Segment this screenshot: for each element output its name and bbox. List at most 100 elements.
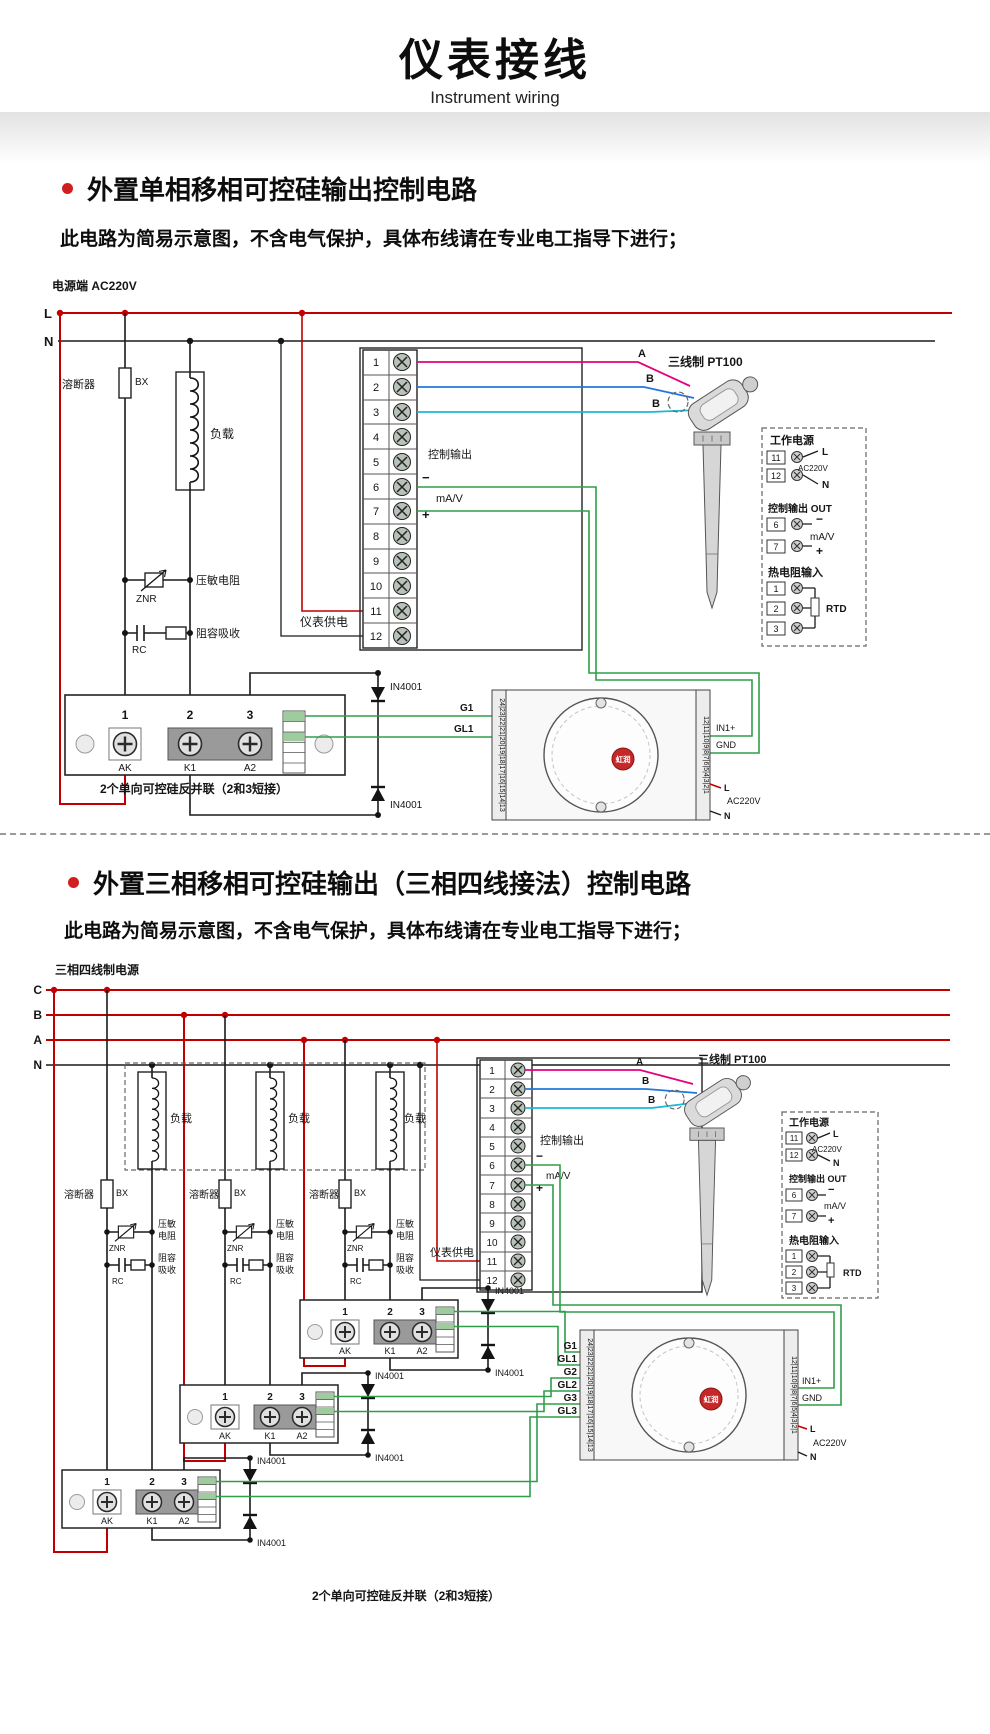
minus-label: −: [536, 1149, 543, 1163]
panel-terminal-number: 12: [771, 471, 781, 481]
ac-l-label: L: [810, 1424, 816, 1434]
fuse-symbol: [118, 367, 132, 399]
page-title: 仪表接线: [399, 36, 591, 85]
varistor-label: 电阻: [158, 1230, 176, 1241]
capacitor-icon: [136, 625, 145, 641]
terminal-screw-icon: [510, 1272, 526, 1288]
g1-label: G1: [460, 703, 474, 714]
scr-module: 1 2 3 AK K1 A2 IN4001 IN4001: [61, 1455, 286, 1548]
power-lines: 电源端 AC220V L N: [44, 278, 952, 349]
scr-terminal-number: 2: [149, 1477, 155, 1488]
section2-title: 外置三相移相可控硅输出（三相四线接法）控制电路: [68, 864, 691, 901]
rtd-resistor-icon: [826, 1262, 835, 1278]
znr-label: ZNR: [109, 1244, 126, 1253]
terminal-number: 10: [486, 1238, 498, 1249]
terminal-screw-icon: [510, 1177, 526, 1193]
scr-terminal-number: 1: [104, 1477, 110, 1488]
scr-terminal-icon: [173, 1491, 195, 1513]
rc-label: 阻容: [158, 1252, 176, 1263]
rc-label: 阻容: [276, 1252, 294, 1263]
scr-terminal-icon: [96, 1491, 118, 1513]
varistor-label: 压敏电阻: [196, 573, 240, 587]
pt100-probe-icon: [664, 1066, 758, 1296]
io-panel: 工作电源 11 12 L AC220V N 控制输出 OUT 6 − 7 mA/…: [781, 1111, 879, 1299]
gnd-label: GND: [716, 740, 737, 750]
panel-screw-icon: [790, 539, 804, 553]
mav-label: mA/V: [436, 493, 464, 505]
section-divider: [0, 833, 990, 835]
mount-hole-icon: [187, 1409, 203, 1425]
minus-label: −: [422, 470, 430, 485]
scr-k1-label: K1: [146, 1516, 157, 1526]
scr-terminal-number: 1: [342, 1307, 348, 1318]
brand-logo-icon: [699, 1387, 723, 1411]
panel-terminal-number: 12: [790, 1151, 799, 1160]
wire-a-label: A: [636, 1057, 643, 1068]
load-box: [175, 371, 205, 491]
panel-terminal-number: 11: [790, 1134, 799, 1143]
brand-logo-text: 虹润: [704, 1394, 719, 1404]
ac220v-label: AC220V: [727, 796, 761, 806]
single-phase-scr-diagram: 电源端 AC220V L N 溶断器 BX 负载 压敏电阻 ZNR 阻容吸收 R…: [44, 278, 952, 821]
diode-icon: [241, 1513, 259, 1531]
rc-label: 吸收: [396, 1264, 414, 1275]
ac-n-label: N: [724, 811, 731, 821]
mount-hole-icon: [314, 734, 334, 754]
capacitor-icon: [356, 1258, 364, 1272]
scr-a2-label: A2: [296, 1431, 307, 1441]
fuse-branch: 溶断器 BX: [62, 313, 149, 695]
panel-terminal-number: 1: [773, 584, 778, 594]
fuse-bx-label: BX: [135, 377, 149, 388]
scr-terminal-number: 1: [222, 1392, 228, 1403]
panel-terminal-number: 3: [792, 1284, 797, 1293]
gl3-label: GL3: [558, 1406, 578, 1417]
panel-screw-icon: [805, 1131, 819, 1145]
g1-label: G1: [564, 1341, 578, 1352]
resistor-icon: [248, 1259, 264, 1271]
panel-mav: mA/V: [824, 1201, 846, 1211]
rc-short-label: RC: [112, 1277, 124, 1286]
mount-hole-icon: [307, 1324, 323, 1340]
znr-label: ZNR: [136, 594, 157, 605]
trigger-left-terminals: 24|23|22|21|20|19|18|17|16|15|14|13: [586, 1338, 593, 1452]
brand-logo-text: 虹润: [616, 754, 631, 764]
terminal-number: 11: [487, 1257, 498, 1268]
gate-wires: G1 GL1 G2 GL2 G3 GL3: [216, 1310, 580, 1498]
terminal-number: 5: [373, 457, 379, 469]
rtd-in-title: 热电阻输入: [789, 1234, 839, 1247]
rc-label: 吸收: [276, 1264, 294, 1275]
diode-label: IN4001: [390, 682, 423, 693]
line-b-label: B: [33, 1008, 42, 1022]
terminal-screw-icon: [392, 427, 412, 447]
terminal-screw-icon: [392, 377, 412, 397]
panel-terminal-number: 6: [792, 1191, 797, 1200]
terminal-screw-icon: [510, 1253, 526, 1269]
terminal-number: 5: [489, 1142, 495, 1153]
terminal-screw-icon: [510, 1196, 526, 1212]
header-shade-band: [0, 112, 990, 164]
load-label: 负载: [288, 1111, 310, 1125]
terminal-number: 11: [370, 606, 381, 618]
terminal-screw-icon: [392, 626, 412, 646]
varistor-label: 压敏: [276, 1218, 294, 1229]
panel-terminal-number: 11: [771, 453, 780, 463]
load-coil-icon: [269, 1077, 278, 1162]
work-power-title: 工作电源: [770, 433, 814, 447]
plus-label: +: [536, 1181, 543, 1195]
trigger-left-terminals: 24|23|22|21|20|19|18|17|16|15|14|13: [498, 698, 505, 812]
trigger-module: 24|23|22|21|20|19|18|17|16|15|14|13 12|1…: [579, 1329, 847, 1462]
terminal-screw-icon: [510, 1138, 526, 1154]
plus-label: +: [422, 507, 430, 522]
phase-return-wires: [53, 990, 346, 1553]
panel-plus: +: [828, 1215, 834, 1227]
pt100-sensor: 三线制 PT100: [664, 1052, 766, 1296]
capacitor-icon: [118, 1258, 126, 1272]
varistor-branch: 压敏电阻 ZNR: [122, 569, 240, 605]
scr-terminal-number: 3: [419, 1307, 425, 1318]
varistor-label: 压敏: [396, 1218, 414, 1229]
trigger-right-terminals: 12|11|10|9|8|7|6|5|4|3|2|1: [702, 716, 709, 794]
panel-screw-icon: [805, 1188, 819, 1202]
panel-ac220v-label: AC220V: [798, 464, 828, 473]
panel-terminal-number: 1: [792, 1252, 797, 1261]
scr-terminal-number: 2: [387, 1307, 393, 1318]
